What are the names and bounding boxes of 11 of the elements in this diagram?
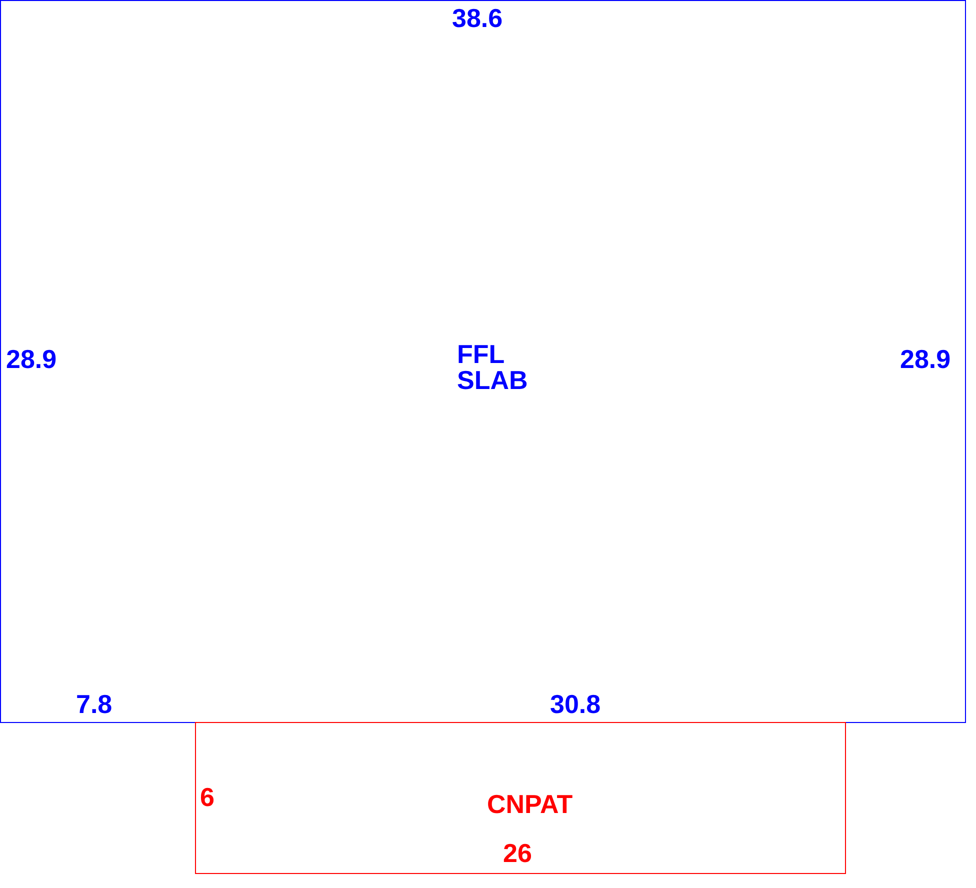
outline-box	[195, 722, 846, 874]
dimension-label: 28.9	[900, 344, 951, 374]
outline-box	[0, 0, 966, 723]
area-label: CNPAT	[487, 789, 574, 819]
dimension-label: 28.9	[6, 344, 57, 374]
dimension-label: 7.8	[76, 689, 112, 719]
area-label: FFL SLAB	[457, 341, 529, 393]
dimension-label: 6	[200, 782, 214, 812]
dimension-label: 30.8	[550, 689, 601, 719]
dimension-label: 26	[503, 838, 532, 868]
dimension-label: 38.6	[452, 3, 503, 33]
